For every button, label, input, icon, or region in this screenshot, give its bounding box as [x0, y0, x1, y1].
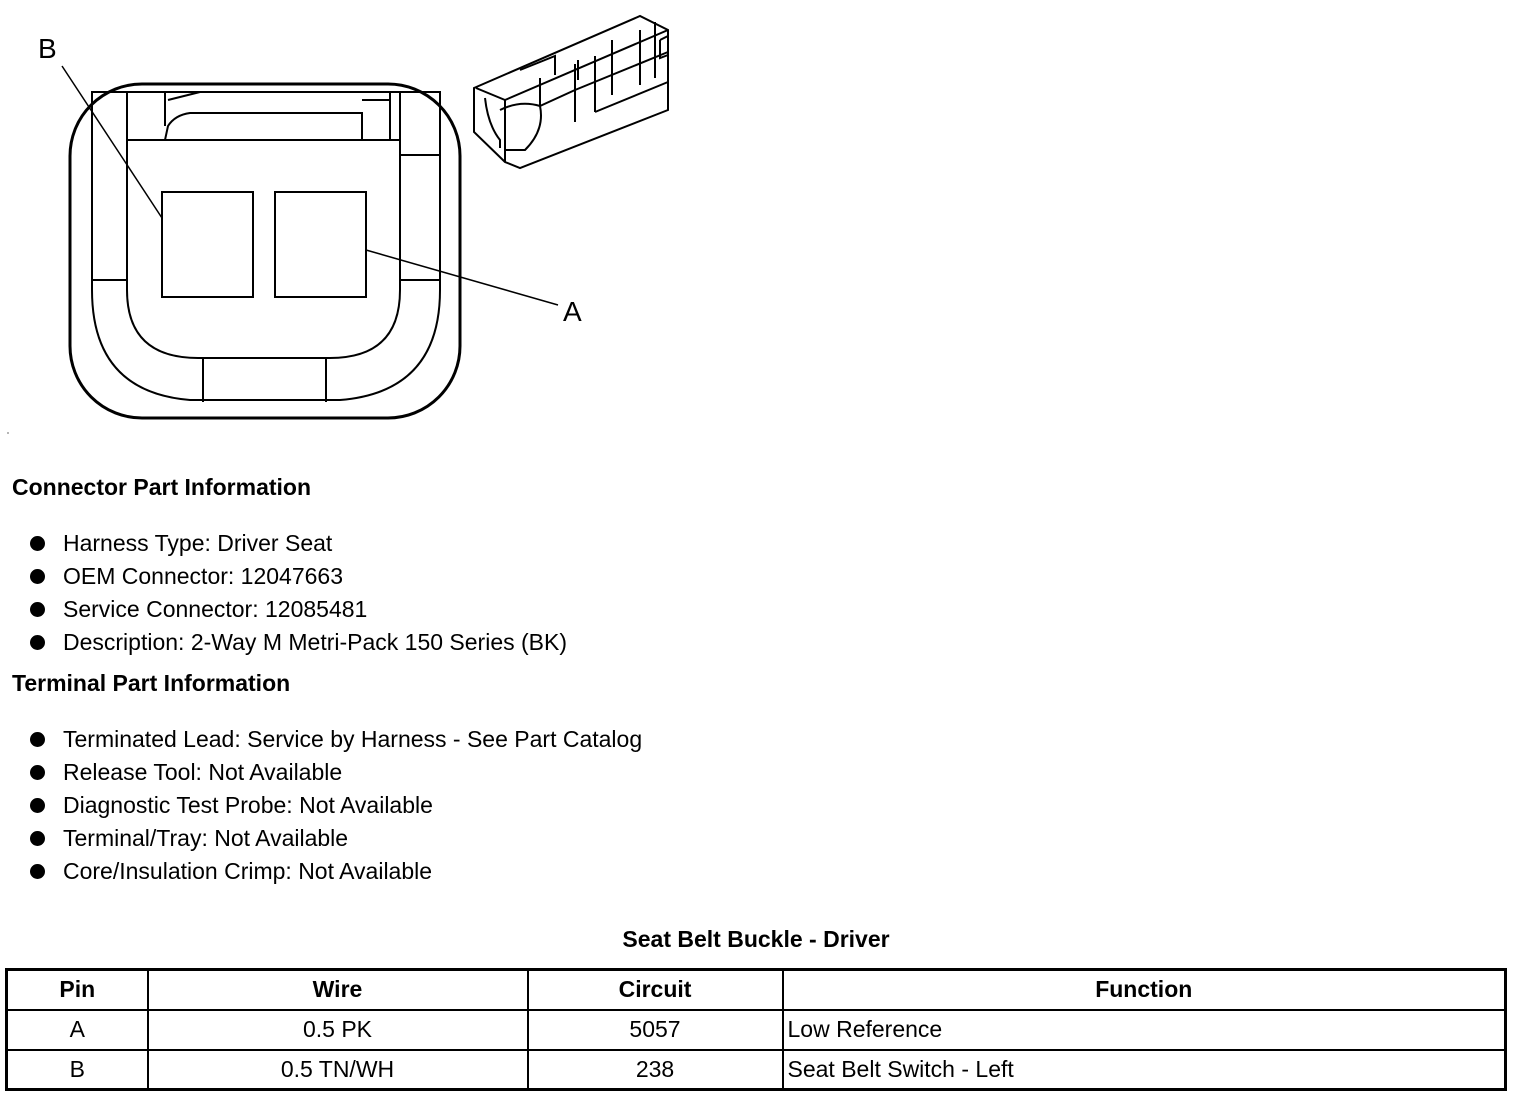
list-item: Release Tool: Not Available [28, 756, 642, 789]
list-item: Service Connector: 12085481 [28, 593, 567, 626]
table-row: B 0.5 TN/WH 238 Seat Belt Switch - Left [5, 1048, 1507, 1091]
list-item: Terminated Lead: Service by Harness - Se… [28, 723, 642, 756]
pinout-table: Pin Wire Circuit Function A 0.5 PK 5057 … [5, 968, 1507, 1091]
leader-line-b [61, 65, 163, 219]
table-row: A 0.5 PK 5057 Low Reference [5, 1008, 1507, 1051]
connector-info-list: Harness Type: Driver Seat OEM Connector:… [28, 527, 567, 659]
connector-diagram: B A [7, 14, 669, 434]
header-wire: Wire [146, 968, 529, 1011]
bullet-icon [30, 798, 45, 813]
header-circuit: Circuit [526, 968, 784, 1011]
table-header-row: Pin Wire Circuit Function [5, 968, 1507, 1011]
connector-isometric-illustration [473, 14, 669, 170]
bullet-icon [30, 602, 45, 617]
connector-latch [126, 92, 401, 141]
bullet-icon [30, 864, 45, 879]
bullet-icon [30, 635, 45, 650]
cavity-b [161, 191, 254, 298]
cell-function: Low Reference [781, 1008, 1507, 1051]
connector-info-title: Connector Part Information [12, 474, 312, 500]
terminal-info-list: Terminated Lead: Service by Harness - Se… [28, 723, 642, 888]
list-item: Core/Insulation Crimp: Not Available [28, 855, 642, 888]
callout-b: B [38, 33, 57, 64]
bullet-icon [30, 831, 45, 846]
bullet-icon [30, 765, 45, 780]
bottom-key [202, 358, 327, 402]
connector-outer-shell [68, 82, 462, 420]
cell-pin: B [5, 1048, 149, 1091]
cell-function: Seat Belt Switch - Left [781, 1048, 1507, 1091]
cell-circuit: 5057 [526, 1008, 784, 1051]
bullet-icon [30, 536, 45, 551]
cell-circuit: 238 [526, 1048, 784, 1091]
connector-inner-shell [91, 91, 441, 401]
table-title: Seat Belt Buckle - Driver [622, 926, 890, 952]
list-item: OEM Connector: 12047663 [28, 560, 567, 593]
cell-pin: A [5, 1008, 149, 1051]
list-item: Terminal/Tray: Not Available [28, 822, 642, 855]
cavity-a [274, 191, 367, 298]
bullet-icon [30, 732, 45, 747]
leader-line-a [365, 249, 559, 306]
callout-a: A [563, 296, 582, 327]
cavity-housing [126, 139, 440, 359]
list-item: Harness Type: Driver Seat [28, 527, 567, 560]
header-function: Function [781, 968, 1507, 1011]
bullet-icon [30, 569, 45, 584]
list-item: Diagnostic Test Probe: Not Available [28, 789, 642, 822]
cell-wire: 0.5 TN/WH [146, 1048, 529, 1091]
list-item: Description: 2-Way M Metri-Pack 150 Seri… [28, 626, 567, 659]
cell-wire: 0.5 PK [146, 1008, 529, 1051]
terminal-info-title: Terminal Part Information [12, 670, 291, 696]
header-pin: Pin [5, 968, 149, 1011]
